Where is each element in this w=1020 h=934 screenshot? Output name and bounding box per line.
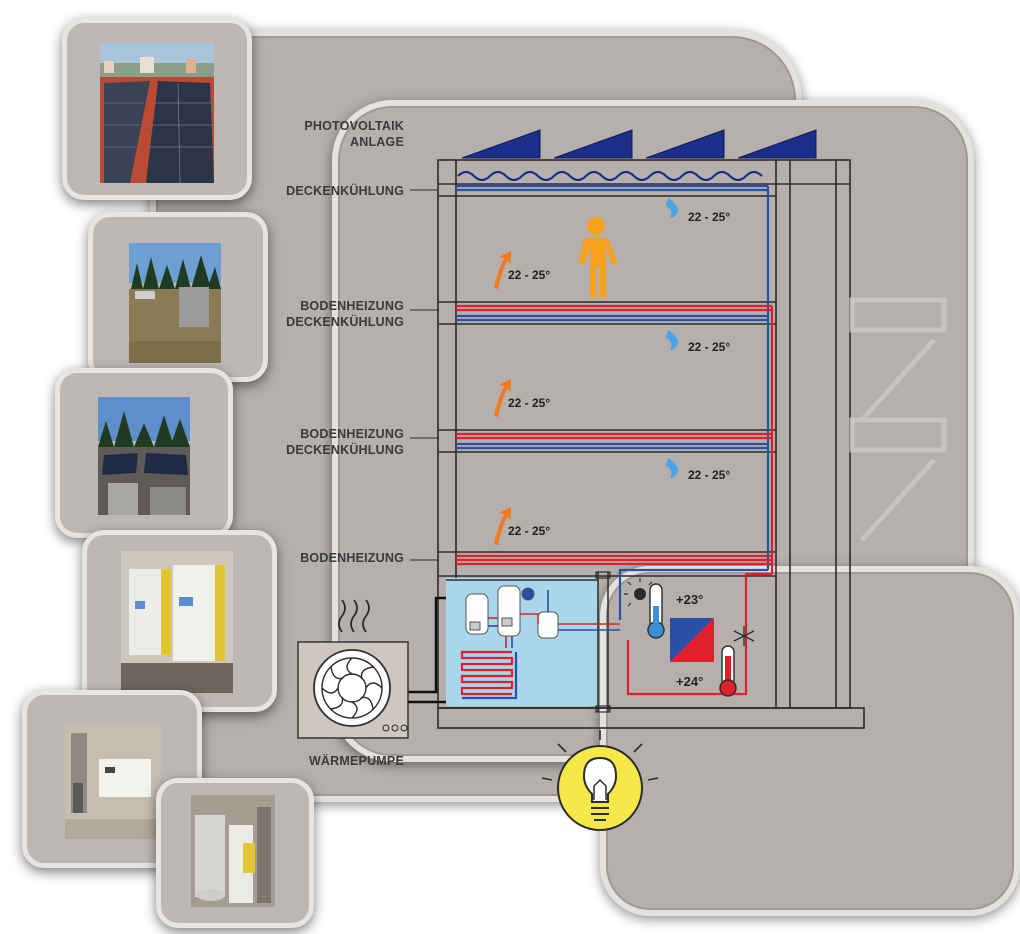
thermometer-icon: [624, 578, 665, 639]
wave-icon: [457, 170, 763, 182]
temp-heat-low: 22 - 25°: [508, 524, 551, 538]
cool-drop-icon: [666, 198, 678, 478]
snowflake-icon: [733, 626, 755, 646]
thumb-inverters: [82, 530, 277, 712]
label-bodenheizung-bottom: BODENHEIZUNG: [300, 551, 404, 565]
storage-tanks: [465, 585, 559, 639]
solar-panel-icon: [461, 129, 817, 159]
heat-waves-icon: [338, 599, 370, 633]
thumb-solar-roof: [62, 18, 252, 200]
label-floor2-line1: BODENHEIZUNG: [300, 427, 404, 441]
lightbulb-icon: [541, 730, 659, 831]
valve-icon: [670, 618, 714, 662]
photo-green-roof: [129, 243, 221, 363]
photo-rooftop-pv: [98, 397, 190, 515]
fan-icon: [313, 649, 391, 727]
heat-arrow-icon: [494, 251, 511, 545]
photo-storage-tanks: [191, 795, 275, 907]
stair-outline: [849, 297, 947, 542]
heating-coil: [460, 650, 518, 700]
label-pv-line1: PHOTOVOLTAIK: [304, 119, 404, 133]
thumb-rooftop-pv: [55, 368, 233, 538]
thumb-storage-tanks: [156, 778, 314, 928]
thermometer-outdoor-icon: [719, 645, 737, 697]
building-frame: [437, 159, 865, 729]
label-deckenkuehlung-top: DECKENKÜHLUNG: [286, 184, 404, 198]
cold-pipes: [456, 184, 770, 620]
temp-cool-top: 22 - 25°: [688, 210, 731, 224]
label-floor1-line2: DECKENKÜHLUNG: [286, 315, 404, 329]
temp-heat-mid: 22 - 25°: [508, 396, 551, 410]
heat-pump-unit: [297, 599, 409, 739]
person-icon: [578, 217, 618, 298]
label-floor2-line2: DECKENKÜHLUNG: [286, 443, 404, 457]
outdoor-temp-readout: +24°: [676, 674, 704, 689]
photo-inverters: [121, 551, 233, 693]
temp-heat-top: 22 - 25°: [508, 268, 551, 282]
label-floor1-line1: BODENHEIZUNG: [300, 299, 404, 313]
photo-solar-roof: [100, 43, 214, 183]
photo-utility-room: [65, 723, 161, 839]
hot-pipes: [456, 304, 774, 696]
indoor-temp-readout: +23°: [676, 592, 704, 607]
label-waermepumpe: WÄRMEPUMPE: [308, 754, 404, 768]
temp-cool-mid: 22 - 25°: [688, 340, 731, 354]
label-pv-line2: ANLAGE: [350, 135, 404, 149]
temp-cool-low: 22 - 25°: [688, 468, 731, 482]
